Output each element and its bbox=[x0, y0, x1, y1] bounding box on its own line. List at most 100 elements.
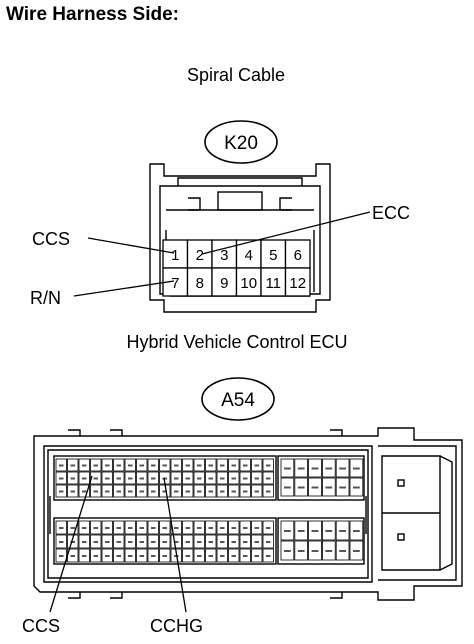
k20-pin-number: 8 bbox=[196, 275, 204, 292]
a54-pin-cell-mark bbox=[70, 477, 75, 480]
a54-caption: Hybrid Vehicle Control ECU bbox=[126, 332, 347, 352]
k20-label-rn: R/N bbox=[30, 288, 61, 308]
a54-pin-cell-mark bbox=[243, 464, 248, 467]
k20-pin-cell bbox=[162, 239, 189, 269]
a54-pin-cell-mark bbox=[93, 464, 98, 467]
a54-pin-cell-mark bbox=[243, 555, 248, 557]
a54-pin-cell-mark bbox=[325, 486, 333, 489]
a54-pin-cell-mark bbox=[116, 477, 121, 480]
a54-pin-cell-mark bbox=[93, 555, 98, 557]
k20-pin-number: 10 bbox=[240, 275, 257, 292]
k20-pin-number: 2 bbox=[196, 247, 204, 264]
a54-pin-cell-mark bbox=[254, 490, 259, 493]
k20-pin-cell bbox=[235, 267, 262, 297]
a54-pin-cell-mark bbox=[220, 527, 225, 529]
a54-pin-cell-mark bbox=[174, 541, 179, 543]
a54-pin-cell-mark bbox=[105, 477, 110, 480]
k20-pin-cell bbox=[186, 267, 213, 297]
a54-pin-cell-mark bbox=[243, 541, 248, 543]
k20-pin-number: 5 bbox=[269, 247, 277, 264]
a54-pin-cell-mark bbox=[82, 527, 87, 529]
a54-pin-cell-mark bbox=[297, 530, 305, 532]
a54-pin-cell-mark bbox=[220, 464, 225, 467]
a54-pin-cell-mark bbox=[162, 477, 167, 480]
k20-label-ccs: CCS bbox=[32, 229, 70, 249]
a54-pin-cell-mark bbox=[231, 464, 236, 467]
a54-pin-cell-mark bbox=[243, 490, 248, 493]
page-heading: Wire Harness Side: bbox=[6, 4, 180, 25]
a54-pin-cell-mark bbox=[70, 541, 75, 543]
a54-pin-cell-mark bbox=[162, 541, 167, 543]
k20-pin-number: 7 bbox=[171, 275, 179, 292]
a54-pin-cell-mark bbox=[231, 555, 236, 557]
k20-pin-cell bbox=[260, 239, 287, 269]
k20-pin-number: 1 bbox=[171, 247, 179, 264]
a54-pin-cell-mark bbox=[116, 527, 121, 529]
a54-pin-cell-mark bbox=[151, 527, 156, 529]
a54-pin-cell-mark bbox=[208, 527, 213, 529]
a54-connector-body bbox=[33, 427, 463, 601]
a54-pin-cell-mark bbox=[59, 477, 64, 480]
a54-pin-cell-mark bbox=[93, 541, 98, 543]
a54-pin-cell-mark bbox=[139, 527, 144, 529]
a54-pin-cell-mark bbox=[208, 490, 213, 493]
a54-pin-cell-mark bbox=[185, 541, 190, 543]
a54-pin-cell-mark bbox=[105, 490, 110, 493]
a54-pin-cell-mark bbox=[339, 530, 346, 532]
k20-pin-number: 9 bbox=[220, 275, 228, 292]
a54-pin-cell-mark bbox=[208, 477, 213, 480]
k20-pin-cell bbox=[284, 239, 311, 269]
a54-pin-cell-mark bbox=[185, 555, 190, 557]
a54-pin-cell-mark bbox=[325, 550, 333, 552]
a54-pin-cell-mark bbox=[311, 467, 319, 470]
a54-pin-cell-mark bbox=[105, 541, 110, 543]
k20-label-ecc: ECC bbox=[372, 203, 410, 223]
k20-leader-lines bbox=[73, 211, 371, 297]
a54-pin-cell-mark bbox=[208, 555, 213, 557]
a54-pin-cell-mark bbox=[231, 477, 236, 480]
a54-pin-cell-mark bbox=[266, 477, 271, 480]
a54-pin-cell-mark bbox=[93, 477, 98, 480]
k20-pin-cell bbox=[211, 239, 238, 269]
a54-pin-cell-mark bbox=[197, 541, 202, 543]
a54-pin-cell-mark bbox=[70, 464, 75, 467]
a54-pin-cell-mark bbox=[325, 467, 333, 470]
a54-pin-cell-mark bbox=[353, 530, 360, 532]
a54-pin-cell-mark bbox=[339, 467, 346, 470]
k20-caption: Spiral Cable bbox=[187, 65, 285, 85]
a54-pin-cell-mark bbox=[128, 541, 133, 543]
a54-pin-cell-mark bbox=[254, 477, 259, 480]
a54-label-cchg: CCHG bbox=[150, 616, 203, 636]
a54-pin-cell-mark bbox=[197, 555, 202, 557]
k20-pin-cell bbox=[260, 267, 287, 297]
a54-pin-cell-mark bbox=[208, 464, 213, 467]
a54-pin-cell-mark bbox=[105, 527, 110, 529]
a54-pin-cell-mark bbox=[93, 490, 98, 493]
a54-pin-cell-mark bbox=[231, 490, 236, 493]
a54-pin-cell-mark bbox=[311, 486, 319, 489]
a54-pin-cell-mark bbox=[105, 464, 110, 467]
a54-pin-cell-mark bbox=[162, 490, 167, 493]
a54-pin-cell-mark bbox=[162, 555, 167, 557]
a54-pin-cell-mark bbox=[70, 527, 75, 529]
a54-pin-cell-mark bbox=[197, 477, 202, 480]
a54-pin-cell-mark bbox=[325, 530, 333, 532]
a54-pin-cell-mark bbox=[284, 486, 291, 489]
a54-pin-cell-mark bbox=[70, 555, 75, 557]
a54-pin-cell-mark bbox=[151, 541, 156, 543]
a54-code: A54 bbox=[221, 390, 255, 411]
a54-pin-cell-mark bbox=[185, 477, 190, 480]
a54-pin-cell-mark bbox=[151, 490, 156, 493]
a54-pin-cell-mark bbox=[174, 477, 179, 480]
a54-pin-cell-mark bbox=[254, 527, 259, 529]
a54-pin-cell-mark bbox=[254, 555, 259, 557]
a54-pin-cell-mark bbox=[353, 467, 360, 470]
a54-pin-cell-mark bbox=[254, 541, 259, 543]
a54-pin-cell-mark bbox=[70, 490, 75, 493]
a54-pin-cell-mark bbox=[185, 490, 190, 493]
k20-code-badge: K20 bbox=[204, 120, 278, 164]
a54-pin-cell-mark bbox=[82, 477, 87, 480]
a54-pin-cell-mark bbox=[116, 464, 121, 467]
